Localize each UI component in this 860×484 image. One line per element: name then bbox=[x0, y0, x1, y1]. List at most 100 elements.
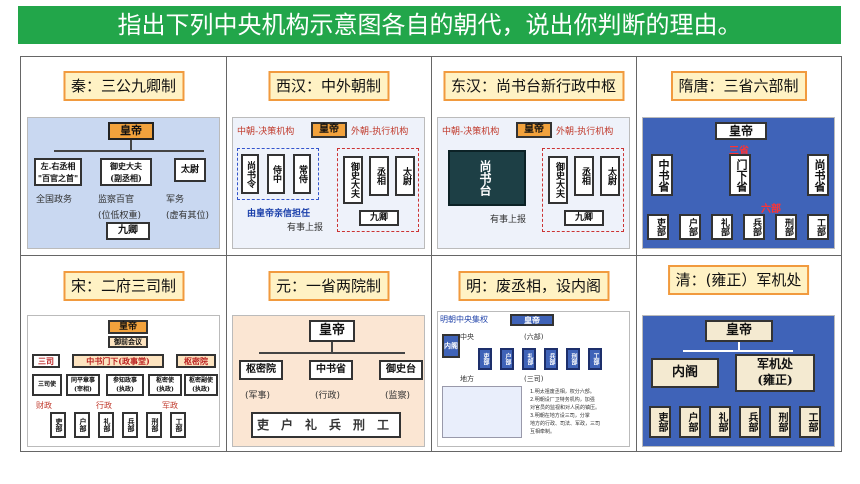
label-donghan: 东汉：尚书台新行政中枢 bbox=[442, 71, 625, 101]
xihan-outer-3: 太尉 bbox=[395, 156, 415, 196]
song-office-1: 三司 bbox=[32, 354, 60, 368]
song-sub-5: 枢密副使 (执政) bbox=[184, 374, 218, 396]
ming-bu-5: 刑部 bbox=[566, 348, 580, 370]
song-sub-1: 三司使 bbox=[32, 374, 62, 396]
xihan-outer-1: 御史大夫 bbox=[343, 156, 363, 204]
suitang-sheng-1: 中书省 bbox=[651, 154, 673, 196]
cell-qing: 清：(雍正）军机处 皇帝 内阁 军机处 (雍正) 吏部 户部 礼部 兵部 刑部 … bbox=[636, 255, 841, 453]
label-qing: 清：(雍正）军机处 bbox=[667, 265, 810, 295]
xihan-inner-1: 尚书令 bbox=[241, 154, 259, 194]
qing-bu-6: 工部 bbox=[799, 406, 821, 438]
suitang-bu-6: 工部 bbox=[807, 214, 829, 240]
suitang-bu-5: 刑部 bbox=[775, 214, 797, 240]
song-bu-1: 吏部 bbox=[50, 412, 66, 438]
song-office-3: 枢密院 bbox=[176, 354, 216, 368]
cell-ming: 明：废丞相，设内阁 明朝中央集权 皇帝 内阁 中央 (六部) 吏部 户部 礼部 … bbox=[431, 255, 636, 453]
banner-title: 指出下列中央机构示意图各自的朝代，说出你判断的理由。 bbox=[18, 6, 841, 44]
qing-neige: 内阁 bbox=[651, 358, 719, 388]
xihan-inner-label: 中朝-决策机构 bbox=[237, 127, 295, 137]
suitang-bu-3: 礼部 bbox=[711, 214, 733, 240]
ming-note-1: 1.明太祖废丞相，权分六部。 bbox=[530, 389, 595, 395]
qing-bu-2: 户部 bbox=[679, 406, 701, 438]
ming-emperor: 皇帝 bbox=[510, 314, 554, 326]
suitang-sansheng: 三省 bbox=[729, 146, 749, 157]
suitang-sheng-3: 尚书省 bbox=[807, 154, 829, 196]
qin-duty-3: 军务 (虚有其位) bbox=[166, 195, 210, 221]
yuan-top-2: 中书省 bbox=[309, 360, 353, 380]
yuan-role-2: (行政) bbox=[315, 391, 341, 401]
song-diagram: 皇帝 御前会议 三司 中书门下(政事堂) 枢密院 三司使 同平章事 (宰相) 参… bbox=[27, 315, 220, 447]
ming-diagram: 明朝中央集权 皇帝 内阁 中央 (六部) 吏部 户部 礼部 兵部 刑部 工部 (… bbox=[437, 311, 630, 447]
yuan-bu-3: 礼 bbox=[305, 418, 318, 432]
yuan-bu-6: 工 bbox=[377, 418, 390, 432]
donghan-report: 有事上报 bbox=[490, 215, 527, 225]
label-suitang: 隋唐：三省六部制 bbox=[670, 71, 807, 101]
xihan-outer-label: 外朝-执行机构 bbox=[351, 127, 409, 137]
ming-note-2: 2.明朝设厂卫特务机构，加强 bbox=[530, 397, 595, 403]
qin-sangong-1: 左.右丞相 "百官之首" bbox=[34, 158, 82, 186]
qin-duty-2: 监察百官 (位低权重) bbox=[98, 195, 142, 221]
ming-bu-1: 吏部 bbox=[478, 348, 492, 370]
donghan-diagram: 中朝-决策机构 皇帝 外朝-执行机构 尚书台 御史大夫 丞相 太尉 有事上报 九… bbox=[437, 117, 630, 249]
label-xihan: 西汉：中外朝制 bbox=[267, 71, 390, 101]
suitang-diagram: 皇帝 三省 中书省 门下省 尚书省 六部 吏部 户部 礼部 兵部 刑部 工部 bbox=[642, 117, 835, 249]
qing-bu-1: 吏部 bbox=[649, 406, 671, 438]
ming-liubu: (六部) bbox=[524, 333, 544, 341]
donghan-outer-label: 外朝-执行机构 bbox=[556, 127, 614, 137]
label-yuan: 元：一省两院制 bbox=[267, 271, 390, 301]
ming-note-5: 地方的行政、司法、军政，三司 bbox=[530, 421, 601, 427]
suitang-sheng-2: 门下省 bbox=[729, 154, 751, 196]
song-power-3: 军政 bbox=[162, 401, 178, 410]
xihan-diagram: 中朝-决策机构 皇帝 外朝-执行机构 尚书令 侍中 常侍 御史大夫 丞相 太尉 … bbox=[232, 117, 425, 249]
donghan-outer-3: 太尉 bbox=[600, 156, 620, 196]
song-council: 御前会议 bbox=[108, 336, 148, 348]
ming-title: 明朝中央集权 bbox=[440, 315, 488, 324]
ming-note-3: 对官员的监视和对人民的镇压。 bbox=[530, 405, 601, 411]
donghan-outer-2: 丞相 bbox=[574, 156, 594, 196]
yuan-role-1: (军事) bbox=[245, 391, 271, 401]
song-emperor: 皇帝 bbox=[108, 320, 148, 334]
ming-sansi: (三司) bbox=[524, 375, 544, 383]
yuan-bu-2: 户 bbox=[281, 418, 294, 432]
ming-bu-2: 户部 bbox=[500, 348, 514, 370]
donghan-jiuqing: 九卿 bbox=[564, 210, 604, 226]
suitang-emperor: 皇帝 bbox=[715, 122, 767, 140]
song-bu-3: 礼部 bbox=[98, 412, 114, 438]
qing-junjichu: 军机处 (雍正) bbox=[735, 354, 815, 392]
song-office-2: 中书门下(政事堂) bbox=[72, 354, 164, 368]
label-song: 宋：二府三司制 bbox=[62, 271, 185, 301]
label-qin: 秦：三公九卿制 bbox=[62, 71, 185, 101]
ming-bu-4: 兵部 bbox=[544, 348, 558, 370]
label-ming: 明：废丞相，设内阁 bbox=[457, 271, 610, 301]
ming-neige: 内阁 bbox=[442, 334, 460, 358]
donghan-shangshu: 尚书台 bbox=[448, 150, 526, 206]
qin-diagram: 皇帝 左.右丞相 "百官之首" 御史大夫 (副丞相) 太尉 全国政务 监察百官 … bbox=[27, 117, 220, 249]
suitang-bu-2: 户部 bbox=[679, 214, 701, 240]
ming-note-6: 互相牵制。 bbox=[530, 429, 556, 435]
song-sub-2: 同平章事 (宰相) bbox=[66, 374, 100, 396]
yuan-top-3: 御史台 bbox=[379, 360, 423, 380]
ming-difang: 地方 bbox=[460, 375, 474, 383]
yuan-bu-5: 刑 bbox=[353, 418, 366, 432]
xihan-note: 由皇帝亲信担任 bbox=[247, 209, 311, 219]
dynasty-grid: 秦：三公九卿制 皇帝 左.右丞相 "百官之首" 御史大夫 (副丞相) 太尉 全国… bbox=[20, 56, 842, 452]
suitang-bu-1: 吏部 bbox=[647, 214, 669, 240]
donghan-outer-1: 御史大夫 bbox=[548, 156, 568, 204]
suitang-liubu: 六部 bbox=[761, 204, 781, 215]
xihan-report: 有事上报 bbox=[287, 223, 324, 233]
cell-song: 宋：二府三司制 皇帝 御前会议 三司 中书门下(政事堂) 枢密院 三司使 同平章… bbox=[21, 255, 226, 453]
yuan-emperor: 皇帝 bbox=[309, 320, 355, 342]
song-bu-2: 户部 bbox=[74, 412, 90, 438]
ming-zhongyang: 中央 bbox=[460, 333, 474, 341]
song-bu-5: 刑部 bbox=[146, 412, 162, 438]
yuan-bu-1: 吏 bbox=[257, 418, 270, 432]
song-bu-6: 工部 bbox=[170, 412, 186, 438]
song-bu-4: 兵部 bbox=[122, 412, 138, 438]
xihan-outer-2: 丞相 bbox=[369, 156, 389, 196]
qing-bu-3: 礼部 bbox=[709, 406, 731, 438]
qing-bu-4: 兵部 bbox=[739, 406, 761, 438]
qin-sangong-2: 御史大夫 (副丞相) bbox=[100, 158, 152, 186]
cell-suitang: 隋唐：三省六部制 皇帝 三省 中书省 门下省 尚书省 六部 吏部 户部 礼部 兵… bbox=[636, 57, 841, 255]
cell-donghan: 东汉：尚书台新行政中枢 中朝-决策机构 皇帝 外朝-执行机构 尚书台 御史大夫 … bbox=[431, 57, 636, 255]
suitang-bu-4: 兵部 bbox=[743, 214, 765, 240]
